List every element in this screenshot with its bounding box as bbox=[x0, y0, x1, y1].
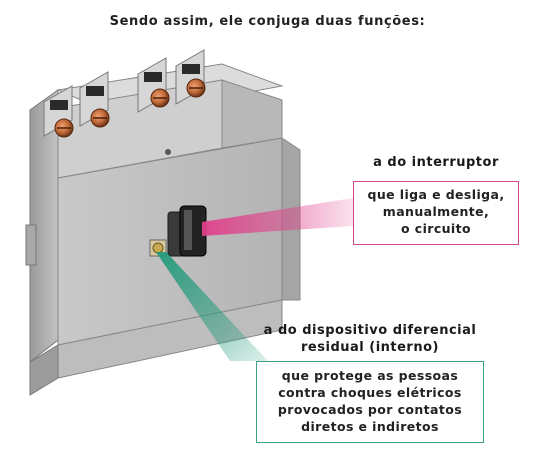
switch-function-heading: a do interruptor bbox=[373, 155, 499, 170]
switch-desc-line: o circuito bbox=[401, 221, 471, 236]
residual-heading-line: a do dispositivo diferencial bbox=[263, 323, 477, 338]
residual-function-box: que protege as pessoas contra choques el… bbox=[256, 361, 484, 443]
switch-desc-line: manualmente, bbox=[382, 204, 490, 219]
residual-desc-line: diretos e indiretos bbox=[301, 419, 439, 434]
residual-pointer-beam bbox=[156, 252, 268, 361]
din-rail-clip bbox=[25, 224, 37, 266]
residual-heading-line: residual (interno) bbox=[301, 340, 439, 355]
switch-pointer-beam bbox=[202, 198, 353, 236]
top-hole bbox=[165, 149, 171, 155]
switch-desc-line: que liga e desliga, bbox=[367, 187, 505, 202]
residual-function-heading: a do dispositivo diferencial residual (i… bbox=[238, 322, 502, 356]
switch-function-box: que liga e desliga, manualmente, o circu… bbox=[353, 181, 519, 245]
toggle-switch bbox=[167, 205, 207, 257]
device-right-side bbox=[221, 79, 283, 149]
residual-desc-line: contra choques elétricos bbox=[278, 385, 462, 400]
residual-desc-line: que protege as pessoas bbox=[281, 368, 459, 383]
residual-desc-line: provocados por contatos bbox=[277, 402, 463, 417]
page-title: Sendo assim, ele conjuga duas funções: bbox=[109, 14, 426, 29]
